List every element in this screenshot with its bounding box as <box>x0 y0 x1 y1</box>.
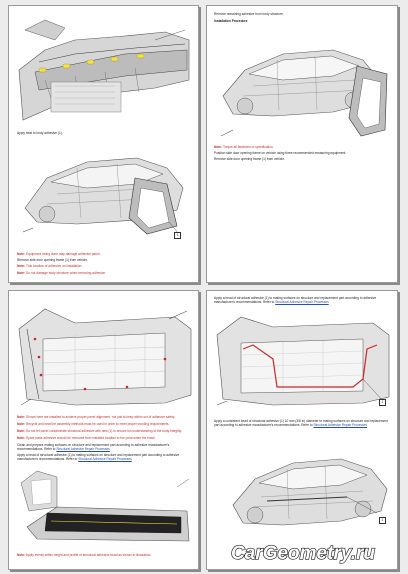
section-heading: Installation Procedure <box>214 19 248 23</box>
cargeometry-watermark: CarGeometry.ru <box>208 538 398 568</box>
link-structural-adhesive-1[interactable]: Structural Adhesive Repair Processes <box>275 300 329 305</box>
callout-1: 1 <box>379 399 386 406</box>
manual-page-4: Apply a bead of structural adhesive (1) … <box>206 290 398 570</box>
note-4: Note: Spare parts adhesive should be rem… <box>17 436 156 440</box>
note-torque: Note: Torque all fasteners to specificat… <box>214 145 274 149</box>
adhesive-bead-path-illustration <box>216 316 390 406</box>
step-apply-heat: Apply heat to body adhesive (1). <box>17 131 63 135</box>
callout-1: 1 <box>174 232 181 239</box>
note-5: Note: Apply evenly within height and pro… <box>17 553 152 557</box>
step-apply-bead: Apply a bead of structural adhesive (1) … <box>17 453 180 462</box>
vehicle-body-bead-illustration <box>232 458 388 526</box>
vehicle-body-frame-illustration <box>22 157 184 235</box>
note-2: Note: This location of adhesive on insta… <box>17 264 83 268</box>
note-2: Note: Recycle and heat the assembly meth… <box>17 422 170 426</box>
note-3: Note: Do not let panel contaminate struc… <box>17 429 182 433</box>
link-structural-adhesive-1[interactable]: Structural Adhesive Repair Processes <box>56 447 110 452</box>
note-1: Note: Equipment being done may damage ad… <box>17 252 101 256</box>
step-remove-frame: Remove side door opening frame (1) from … <box>214 157 285 161</box>
note-3: Note: Do not damage body structure when … <box>17 271 106 275</box>
note-1: Note: Shown here are installed to achiev… <box>17 415 176 419</box>
step-apply-bead: Apply a bead of structural adhesive (1) … <box>214 296 377 305</box>
manual-page-1: Apply heat to body adhesive (1). 1 Note:… <box>8 5 199 283</box>
side-panel-adhesive-illustration <box>18 308 192 406</box>
step-clean-surfaces: Clean and prepare mating surfaces on str… <box>17 443 170 452</box>
step-remove-adhesive: Remove remaining adhesive from body stru… <box>214 12 284 16</box>
step-remove-frame: Remove side door opening frame (1) from … <box>17 258 88 262</box>
installation-frame-illustration <box>220 49 388 137</box>
manual-page-2: Remove remaining adhesive from body stru… <box>206 5 398 283</box>
manual-page-3: Note: Shown here are installed to achiev… <box>8 290 199 570</box>
link-structural-adhesive-2[interactable]: Structural Adhesive Repair Processes <box>313 423 367 428</box>
body-panel-heat-illustration <box>15 10 191 130</box>
watermark-text: CarGeometry.ru <box>231 543 375 564</box>
bead-application-illustration <box>20 470 190 542</box>
step-consistent-bead: Apply a consistent bead of structural ad… <box>214 419 388 428</box>
link-structural-adhesive-2[interactable]: Structural Adhesive Repair Processes <box>78 457 132 462</box>
callout-1-bottom: 1 <box>379 517 386 524</box>
step-position-frame: Position side door opening frame on vehi… <box>214 151 347 155</box>
